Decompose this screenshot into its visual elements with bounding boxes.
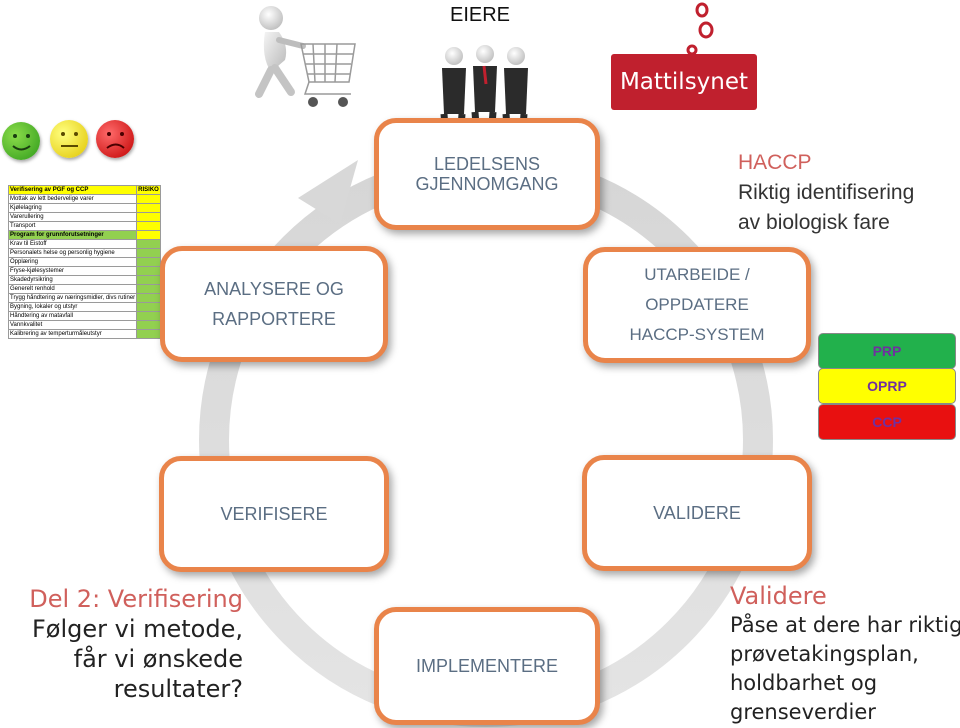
risk-table-row-label: Trygg håndtering av næringsmidler, divs … [7, 293, 138, 303]
haccp-note-title: HACCP [738, 151, 812, 174]
risk-table-row-label: Mottak av lett bedervelige varer [7, 194, 138, 204]
haccp-note-line-2: av biologisk fare [738, 211, 890, 234]
analyze-report-box: ANALYSERE OG RAPPORTERE [160, 246, 388, 362]
verify-note-line-1: Følger vi metode, [31, 615, 243, 643]
validate-box: VALIDERE [582, 455, 812, 571]
risk-table-row-risk [136, 248, 161, 258]
risk-table-row-risk [136, 293, 161, 303]
validate-note-line-2: prøvetakingsplan, [730, 642, 919, 666]
implement-box: IMPLEMENTERE [374, 607, 600, 725]
risk-table: Verifisering av PGF og CCP RISIKO Mottak… [7, 185, 161, 339]
risk-table-header: Verifisering av PGF og CCP RISIKO [7, 185, 161, 195]
validate-note-line-4: grenseverdier [730, 700, 876, 724]
risk-table-row-label: Kjølelagring [7, 203, 138, 213]
risk-table-row: Trygg håndtering av næringsmidler, divs … [7, 293, 161, 303]
risk-table-row: Skadedyrsikring [7, 275, 161, 285]
risk-table-row-label: Håndtering av matavfall [7, 311, 138, 321]
risk-table-row-label: Opplæring [7, 257, 138, 267]
cycle-arrowhead-icon [298, 160, 358, 224]
risk-table-row: Vannkvalitet [7, 320, 161, 330]
risk-table-row-label: Skadedyrsikring [7, 275, 138, 285]
implement-label: IMPLEMENTERE [415, 656, 559, 676]
haccp-note-line-1: Riktig identifisering [738, 181, 915, 204]
risk-table-row-risk [136, 284, 161, 294]
risk-table-row-risk [136, 203, 161, 213]
validate-note: Validere Påse at dere har riktig prøveta… [730, 582, 960, 727]
validate-note-title: Validere [730, 582, 827, 610]
risk-table-row: Håndtering av matavfall [7, 311, 161, 321]
level-ccp: CCP [818, 404, 956, 440]
risk-table-row: Generelt renhold [7, 284, 161, 294]
risk-table-row: Krav til Eistoff [7, 239, 161, 249]
risk-table-row: Kjølelagring [7, 203, 161, 213]
risk-table-row: Fryse-kjølesystemer [7, 266, 161, 276]
haccp-note: HACCP Riktig identifisering av biologisk… [738, 148, 914, 238]
risk-table-row-risk [136, 320, 161, 330]
validate-note-line-3: holdbarhet og [730, 671, 878, 695]
green-smiley-icon [2, 122, 40, 160]
risk-table-row-label: Program for grunnforutsetninger [7, 230, 138, 240]
risk-table-row-risk [136, 302, 161, 312]
level-oprp: OPRP [818, 368, 956, 404]
risk-table-row: Transport [7, 221, 161, 231]
analyze-report-label: ANALYSERE OG RAPPORTERE [204, 279, 344, 329]
risk-table-row-label: Vannkvalitet [7, 320, 138, 330]
verify-label: VERIFISERE [220, 504, 328, 524]
risk-table-row-label: Fryse-kjølesystemer [7, 266, 138, 276]
develop-update-line-1: UTARBEIDE / [644, 265, 750, 284]
risk-table-row-risk [136, 329, 161, 339]
risk-table-row-label: Kalibrering av temperturmåleutstyr [7, 329, 138, 339]
red-smiley-icon [96, 120, 134, 158]
risk-table-row: Varerullering [7, 212, 161, 222]
management-review-box: LEDELSENS GJENNOMGANG [374, 118, 600, 230]
risk-table-row: Bygning, lokaler og utstyr [7, 302, 161, 312]
mattilsynet-logo: Mattilsynet [611, 54, 757, 110]
risk-table-row: Personalets helse og personlig hygiene [7, 248, 161, 258]
risk-table-row-risk [136, 239, 161, 249]
risk-table-row: Kalibrering av temperturmåleutstyr [7, 329, 161, 339]
validate-note-line-1: Påse at dere har riktig [730, 613, 960, 637]
risk-table-row-label: Krav til Eistoff [7, 239, 138, 249]
risk-table-row: Mottak av lett bedervelige varer [7, 194, 161, 204]
risk-table-row: Opplæring [7, 257, 161, 267]
risk-table-row-risk [136, 311, 161, 321]
risk-table-row: Program for grunnforutsetninger [7, 230, 161, 240]
verify-note-line-2: får vi ønskede [73, 645, 243, 673]
risk-table-row-risk [136, 266, 161, 276]
business-people-icon [440, 45, 528, 141]
smiley-faces-icon [12, 132, 125, 151]
owners-title: EIERE [449, 4, 511, 26]
level-prp: PRP [818, 333, 956, 369]
validate-label: VALIDERE [653, 503, 741, 523]
verify-note: Del 2: Verifisering Følger vi metode, få… [0, 584, 243, 704]
verify-box: VERIFISERE [159, 456, 389, 572]
risk-table-header-label: Verifisering av PGF og CCP [7, 185, 138, 195]
risk-table-row-label: Generelt renhold [7, 284, 138, 294]
develop-update-box: UTARBEIDE / OPPDATERE HACCP-SYSTEM [583, 247, 811, 363]
shopping-cart-figure-icon [255, 6, 356, 107]
verify-note-line-3: resultater? [113, 675, 243, 703]
verify-note-title: Del 2: Verifisering [29, 585, 243, 613]
risk-table-row-risk [136, 257, 161, 267]
logo-bubbles-icon [686, 2, 714, 56]
risk-table-row-label: Transport [7, 221, 138, 231]
risk-table-row-risk [136, 212, 161, 222]
risk-table-row-label: Bygning, lokaler og utstyr [7, 302, 138, 312]
develop-update-line-2: OPPDATERE [645, 295, 749, 314]
logo-text: Mattilsynet [619, 69, 749, 95]
risk-table-row-risk [136, 221, 161, 231]
risk-table-row-label: Personalets helse og personlig hygiene [7, 248, 138, 258]
yellow-smiley-icon [50, 120, 88, 158]
risk-table-row-risk [136, 275, 161, 285]
management-review-label: LEDELSENS GJENNOMGANG [415, 154, 559, 194]
risk-table-row-label: Varerullering [7, 212, 138, 222]
risk-table-header-risk: RISIKO [136, 185, 161, 195]
develop-update-line-3: HACCP-SYSTEM [629, 325, 765, 344]
risk-table-row-risk [136, 230, 161, 240]
risk-table-row-risk [136, 194, 161, 204]
